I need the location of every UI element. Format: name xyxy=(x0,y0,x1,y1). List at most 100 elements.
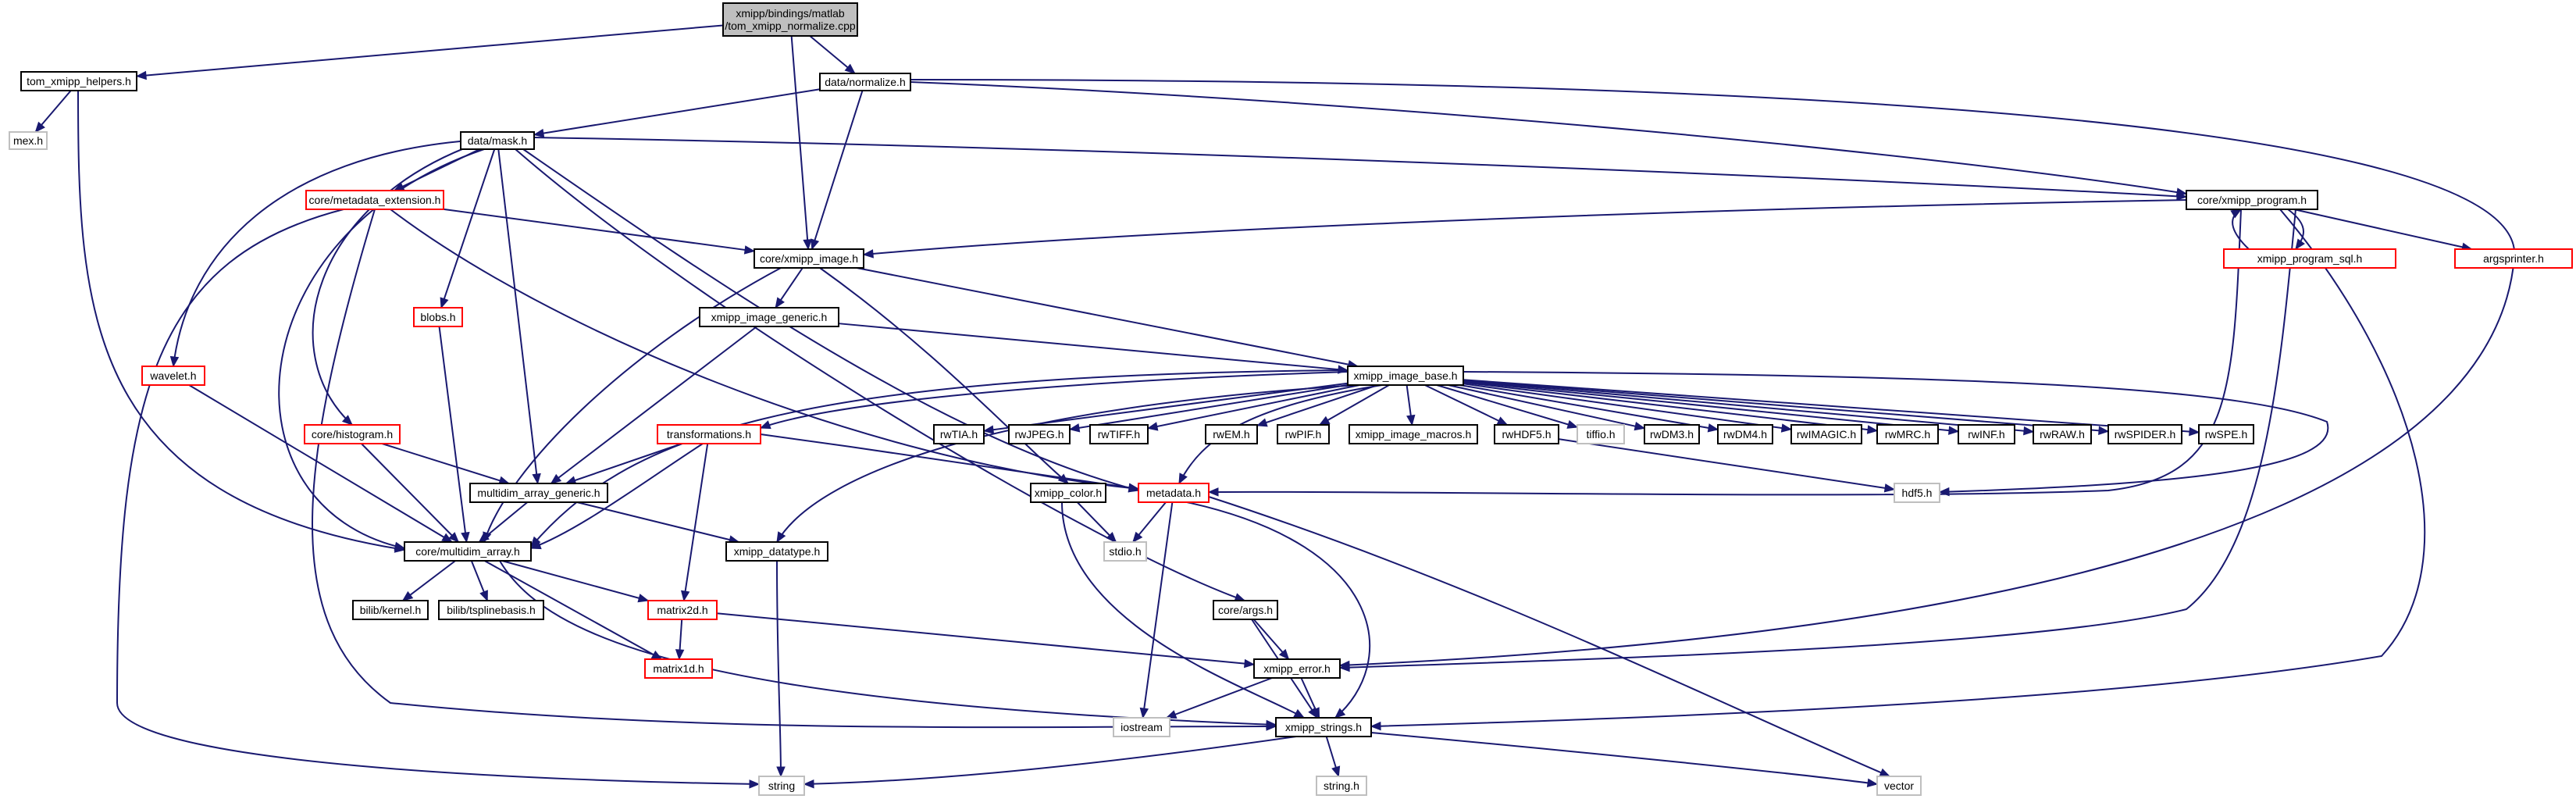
edge-xprogram-to-ximage-arrowhead xyxy=(862,249,874,259)
node-mask[interactable]: data/mask.h xyxy=(460,131,535,150)
node-box xyxy=(469,483,608,503)
edge-metadata-to-xstrings-arrowhead xyxy=(1334,708,1346,719)
node-rwDM4[interactable]: rwDM4.h xyxy=(1717,424,1773,444)
node-rwPIF[interactable]: rwPIF.h xyxy=(1277,424,1330,444)
node-argsprinter[interactable]: argsprinter.h xyxy=(2454,248,2573,269)
node-ibase[interactable]: xmipp_image_base.h xyxy=(1347,366,1464,386)
edge-mask-to-mdagen xyxy=(497,148,539,484)
edge-xdatatype-to-string xyxy=(776,560,782,777)
node-matrix2d[interactable]: matrix2d.h xyxy=(647,600,718,620)
edge-xprogram-to-ximage xyxy=(863,199,2187,255)
node-rwIMAGIC[interactable]: rwIMAGIC.h xyxy=(1790,424,1862,444)
edge-transformations-to-mda-arrowhead xyxy=(529,540,542,550)
edge-ibase-to-xdatatype-arrowhead xyxy=(776,531,786,544)
edge-xstrings-to-string-arrowhead xyxy=(803,779,814,789)
node-box xyxy=(460,131,535,150)
edge-mdext-to-string xyxy=(116,209,760,785)
node-box xyxy=(404,541,532,562)
node-xcolor[interactable]: xmipp_color.h xyxy=(1030,483,1106,503)
node-rwTIA[interactable]: rwTIA.h xyxy=(933,424,985,444)
edge-xerror-to-iostream-arrowhead xyxy=(1165,710,1178,719)
edge-mask-to-mda-arrowhead xyxy=(394,541,406,551)
node-tiffio: tiffio.h xyxy=(1577,424,1625,444)
edge-metadata-to-stdio-arrowhead xyxy=(1132,531,1143,544)
node-macros[interactable]: xmipp_image_macros.h xyxy=(1349,424,1478,444)
node-histogram[interactable]: core/histogram.h xyxy=(304,424,401,444)
node-rwTIFF[interactable]: rwTIFF.h xyxy=(1089,424,1149,444)
node-psql[interactable]: xmipp_program_sql.h xyxy=(2223,248,2396,269)
edge-ibase-to-rwPIF-arrowhead xyxy=(1318,416,1331,426)
nodes-layer: xmipp/bindings/matlab/tom_xmipp_normaliz… xyxy=(9,2,2573,796)
node-mdext[interactable]: core/metadata_extension.h xyxy=(305,190,444,210)
node-blobs[interactable]: blobs.h xyxy=(413,307,463,327)
node-tom-helpers[interactable]: tom_xmipp_helpers.h xyxy=(20,71,137,91)
node-box xyxy=(1876,776,1922,796)
node-igeneric[interactable]: xmipp_image_generic.h xyxy=(699,307,839,327)
edge-normalize-to-ximage-arrowhead xyxy=(811,238,820,251)
edge-xstrings-to-vector-arrowhead xyxy=(1866,778,1879,788)
node-wavelet[interactable]: wavelet.h xyxy=(141,366,205,386)
edge-metadata-to-vector xyxy=(1208,496,1890,777)
node-box xyxy=(1644,424,1700,444)
edge-ximage-to-mda xyxy=(483,267,782,543)
node-rwSPIDER[interactable]: rwSPIDER.h xyxy=(2107,424,2182,444)
edge-xprogram-to-argsprinter xyxy=(2293,209,2472,250)
node-xstrings[interactable]: xmipp_strings.h xyxy=(1275,717,1372,737)
node-vector: vector xyxy=(1876,776,1922,796)
edge-ximage-to-xcolor xyxy=(819,267,1069,484)
node-rwHDF5[interactable]: rwHDF5.h xyxy=(1494,424,1559,444)
edge-metadata-to-xstrings xyxy=(1186,501,1371,719)
node-xprogram[interactable]: core/xmipp_program.h xyxy=(2186,190,2318,210)
node-label: metadata.h xyxy=(1146,487,1201,499)
node-box xyxy=(1277,424,1330,444)
node-label: core/xmipp_program.h xyxy=(2197,194,2307,206)
node-label: xmipp_error.h xyxy=(1263,662,1331,675)
node-root[interactable]: xmipp/bindings/matlab/tom_xmipp_normaliz… xyxy=(722,2,858,37)
node-normalize[interactable]: data/normalize.h xyxy=(819,73,911,91)
node-box xyxy=(644,658,713,679)
node-rwMRC[interactable]: rwMRC.h xyxy=(1876,424,1939,444)
edge-ibase-to-rwINF xyxy=(1463,380,1959,433)
node-label: core/args.h xyxy=(1218,604,1273,616)
edge-ibase-to-rwJPEG-arrowhead xyxy=(1068,423,1081,433)
node-box xyxy=(1894,483,1940,503)
node-tsplinebasis[interactable]: bilib/tsplinebasis.h xyxy=(438,600,544,620)
node-rwSPE[interactable]: rwSPE.h xyxy=(2198,424,2254,444)
node-rwDM3[interactable]: rwDM3.h xyxy=(1644,424,1700,444)
edge-ibase-to-rwMRC-arrowhead xyxy=(1866,425,1879,434)
node-label: string.h xyxy=(1324,779,1359,792)
node-mdagen[interactable]: multidim_array_generic.h xyxy=(469,483,608,503)
edge-transformations-to-mdagen xyxy=(565,443,682,484)
node-label: hdf5.h xyxy=(1902,487,1933,499)
node-rwJPEG[interactable]: rwJPEG.h xyxy=(1008,424,1071,444)
node-box xyxy=(20,71,137,91)
edge-matrix2d-to-xerror xyxy=(716,612,1255,665)
edge-ibase-to-rwTIA-arrowhead xyxy=(982,425,995,434)
node-box xyxy=(2107,424,2182,444)
node-mda[interactable]: core/multidim_array.h xyxy=(404,541,532,562)
node-box xyxy=(1030,483,1106,503)
node-transformations[interactable]: transformations.h xyxy=(657,424,761,444)
node-box xyxy=(758,776,805,796)
edge-xprogram-to-xerror-arrowhead xyxy=(1338,662,1350,672)
node-kernel[interactable]: bilib/kernel.h xyxy=(352,600,429,620)
node-rwRAW[interactable]: rwRAW.h xyxy=(2033,424,2092,444)
edge-ibase-to-rwHDF5-arrowhead xyxy=(1496,416,1509,426)
node-box xyxy=(1103,541,1147,562)
node-metadata[interactable]: metadata.h xyxy=(1138,483,1210,503)
edge-xstrings-to-stringh-arrowhead xyxy=(1331,765,1341,778)
edge-xcolor-to-xstrings xyxy=(1061,501,1305,719)
node-matrix1d[interactable]: matrix1d.h xyxy=(644,658,713,679)
node-label: rwINF.h xyxy=(1968,428,2004,441)
edge-psql-to-xprogram-arrowhead xyxy=(2230,209,2243,219)
node-rwEM[interactable]: rwEM.h xyxy=(1205,424,1258,444)
node-ximage[interactable]: core/xmipp_image.h xyxy=(754,248,864,269)
edge-histogram-to-mda xyxy=(361,443,459,543)
node-xdatatype[interactable]: xmipp_datatype.h xyxy=(725,541,828,562)
node-args[interactable]: core/args.h xyxy=(1213,600,1278,620)
node-xerror[interactable]: xmipp_error.h xyxy=(1253,658,1341,679)
node-rwINF[interactable]: rwINF.h xyxy=(1958,424,2015,444)
node-box xyxy=(438,600,544,620)
node-label: tom_xmipp_helpers.h xyxy=(27,75,131,87)
